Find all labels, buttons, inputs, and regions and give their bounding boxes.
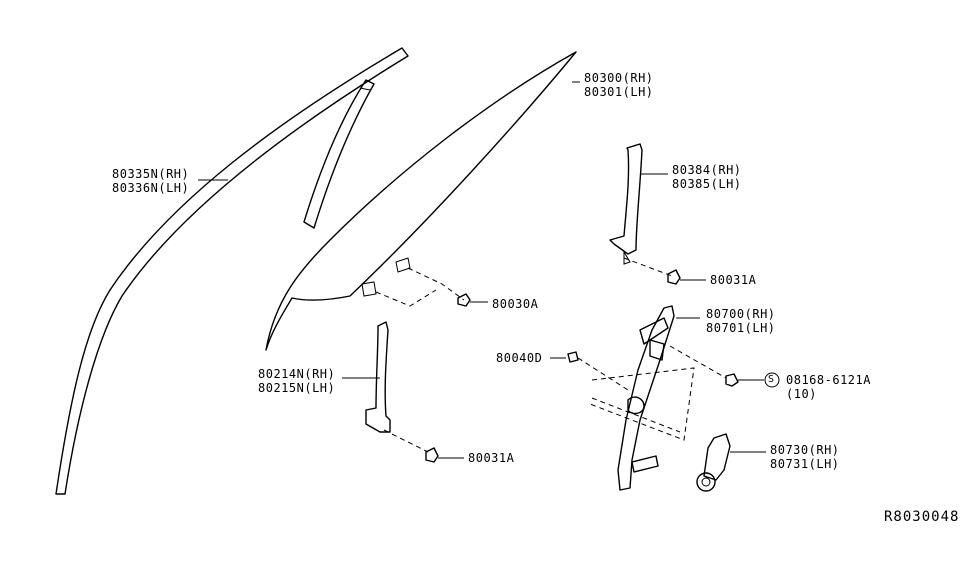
bolt-upper-drawing (667, 269, 706, 285)
motor-label-rh: 80730(RH) (770, 443, 840, 457)
door-glass-label-lh: 80301(LH) (584, 85, 654, 99)
front-sash-label-rh: 80214N(RH) (258, 367, 336, 381)
regulator-bolt-drawing (725, 372, 780, 388)
rear-sash-drawing (609, 143, 673, 277)
regulator-bolt-label: 08168-6121A (786, 373, 871, 387)
bolt-lower-drawing (425, 447, 464, 463)
bolt-glass-drawing (457, 293, 488, 307)
bolt-upper-label: 80031A (710, 273, 757, 287)
rear-sash-label-lh: 80385(LH) (672, 177, 742, 191)
door-glass-drawing (265, 51, 577, 351)
regulator-drawing (589, 305, 727, 491)
door-glass-label-rh: 80300(RH) (584, 71, 654, 85)
bolt-lower-label: 80031A (468, 451, 515, 465)
regulator-bolt-qty: (10) (786, 387, 817, 401)
regulator-label-lh: 80701(LH) (706, 321, 776, 335)
belt-moulding-label-lh: 80336N(LH) (112, 181, 190, 195)
rear-sash-label-rh: 80384(RH) (672, 163, 742, 177)
belt-moulding-drawing (55, 47, 409, 495)
diagram-code: R8030048 (884, 509, 960, 525)
motor-label-lh: 80731(LH) (770, 457, 840, 471)
glass-bolt-label: 80030A (492, 297, 539, 311)
regulator-label-rh: 80700(RH) (706, 307, 776, 321)
regulator-clip-drawing (550, 351, 629, 391)
regulator-clip-label: 80040D (496, 351, 543, 365)
front-sash-drawing (365, 321, 429, 453)
belt-moulding-label-rh: 80335N(RH) (112, 167, 190, 181)
regulator-bolt-symbol: S (768, 374, 775, 385)
motor-drawing (696, 433, 766, 492)
front-sash-label-lh: 80215N(LH) (258, 381, 336, 395)
